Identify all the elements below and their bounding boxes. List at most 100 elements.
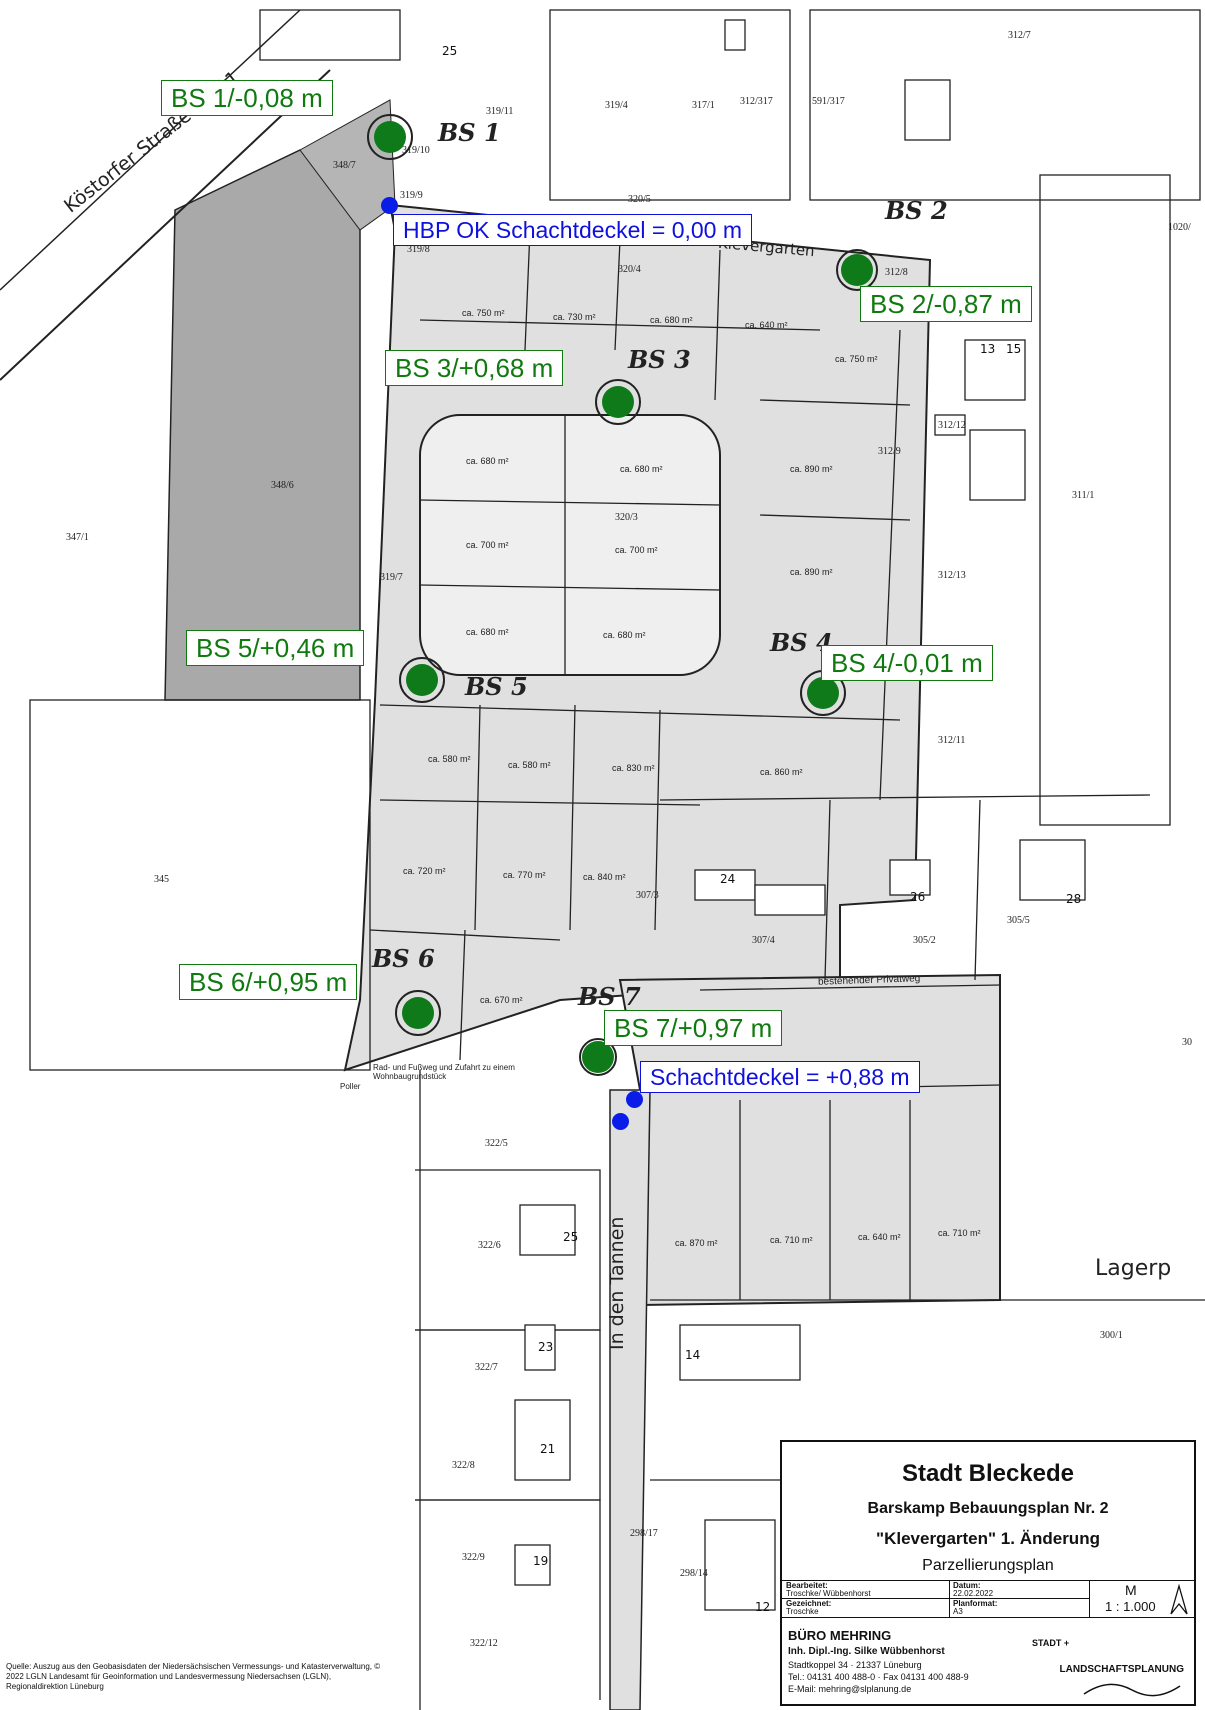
area-label: ca. 680 m² bbox=[466, 627, 509, 637]
annotation-hbp: HBP OK Schachtdeckel = 0,00 m bbox=[393, 214, 753, 246]
title-city: Stadt Bleckede bbox=[901, 1460, 1075, 1487]
parcel-label: 30 bbox=[1182, 1037, 1192, 1048]
area-label: ca. 710 m² bbox=[770, 1235, 813, 1245]
note-radweg: Rad- und Fußweg und Zufahrt zu einem Woh… bbox=[373, 1063, 515, 1081]
borehole-bs4-marker[interactable] bbox=[807, 677, 839, 709]
area-label: ca. 870 m² bbox=[675, 1238, 718, 1248]
company-logo-icon bbox=[1083, 1683, 1181, 1697]
parcel-label: 311/1 bbox=[1072, 490, 1095, 501]
handwritten-bs7: BS 7 bbox=[578, 982, 641, 1011]
title-plan: Barskamp Bebauungsplan Nr. 2 bbox=[867, 1500, 1109, 1517]
area-label: ca. 640 m² bbox=[745, 320, 788, 330]
parcel-label: 319/9 bbox=[400, 190, 423, 201]
parcel-label: 322/12 bbox=[470, 1638, 498, 1649]
title-plan-type: Parzellierungsplan bbox=[922, 1557, 1054, 1574]
manhole-marker-2[interactable] bbox=[612, 1113, 629, 1130]
area-label: ca. 730 m² bbox=[553, 312, 596, 322]
parcel-label: 307/3 bbox=[636, 890, 659, 901]
house-number: 12 bbox=[755, 1600, 771, 1614]
area-label: ca. 750 m² bbox=[835, 354, 878, 364]
area-label: ca. 720 m² bbox=[403, 866, 446, 876]
house-number: 25 bbox=[563, 1230, 579, 1244]
annotation-bs4: BS 4/-0,01 m bbox=[821, 645, 993, 681]
parcel-label: 319/4 bbox=[605, 100, 628, 111]
area-label: ca. 710 m² bbox=[938, 1228, 981, 1238]
borehole-bs6-marker[interactable] bbox=[402, 997, 434, 1029]
parcel-label: 322/6 bbox=[478, 1240, 501, 1251]
parcel-label: 312/13 bbox=[938, 570, 966, 581]
parcel-label: 312/7 bbox=[1008, 30, 1031, 41]
area-label: ca. 700 m² bbox=[466, 540, 509, 550]
street-label-in-den-tannen: In den Tannen bbox=[606, 1216, 628, 1350]
house-number: 19 bbox=[533, 1554, 549, 1568]
office-owner: Inh. Dipl.-Ing. Silke Wübbenhorst bbox=[788, 1646, 945, 1657]
street-label-lagerp: Lagerp bbox=[1095, 1256, 1172, 1281]
title-subtitle: "Klevergarten" 1. Änderung bbox=[876, 1529, 1100, 1548]
borehole-bs1-marker[interactable] bbox=[374, 121, 406, 153]
house-number: 25 bbox=[442, 44, 458, 58]
parcel-label: 312/317 bbox=[740, 96, 773, 107]
north-arrow-icon bbox=[1170, 1584, 1188, 1615]
street-in-den-tannen bbox=[609, 1089, 651, 1710]
title-block: Stadt Bleckede Barskamp Bebauungsplan Nr… bbox=[780, 1440, 1196, 1706]
area-label: ca. 890 m² bbox=[790, 567, 833, 577]
parcel-label: 320/5 bbox=[628, 194, 651, 205]
house-number: 14 bbox=[685, 1348, 701, 1362]
label-datum: Datum: bbox=[953, 1581, 981, 1590]
source-note: Quelle: Auszug aus den Geobasisdaten der… bbox=[6, 1662, 381, 1691]
borehole-bs3-marker[interactable] bbox=[602, 386, 634, 418]
office-email: E-Mail: mehring@slplanung.de bbox=[788, 1684, 912, 1694]
annotation-schachtdeckel: Schachtdeckel = +0,88 m bbox=[640, 1061, 920, 1093]
parcel-label: 319/8 bbox=[407, 244, 430, 255]
handwritten-bs5: BS 5 bbox=[465, 672, 528, 701]
office-address: Stadtkoppel 34 · 21337 Lüneburg bbox=[788, 1660, 922, 1670]
house-number: 21 bbox=[540, 1442, 556, 1456]
label-bearbeitet: Bearbeitet: bbox=[786, 1581, 828, 1590]
stadt-label: STADT + bbox=[1032, 1638, 1070, 1648]
area-label: ca. 640 m² bbox=[858, 1232, 901, 1242]
parcel-label: 319/7 bbox=[380, 572, 403, 583]
area-label: ca. 890 m² bbox=[790, 464, 833, 474]
borehole-bs7-marker[interactable] bbox=[582, 1041, 614, 1073]
borehole-bs5-marker[interactable] bbox=[406, 664, 438, 696]
parcel-label: 307/4 bbox=[752, 935, 775, 946]
shaded-parcel-348-6 bbox=[164, 149, 366, 701]
office-name: BÜRO MEHRING bbox=[788, 1628, 892, 1643]
landschaftsplanung-label: LANDSCHAFTSPLANUNG bbox=[1059, 1664, 1184, 1675]
parcel-label: 319/11 bbox=[486, 106, 514, 117]
handwritten-bs1: BS 1 bbox=[438, 118, 501, 147]
parcel-label: 322/7 bbox=[475, 1362, 498, 1373]
note-poller: Poller bbox=[340, 1082, 361, 1091]
parcel-label: 305/2 bbox=[913, 935, 936, 946]
value-planformat: A3 bbox=[953, 1607, 963, 1616]
annotation-bs1: BS 1/-0,08 m bbox=[161, 80, 333, 116]
parcel-label: 322/9 bbox=[462, 1552, 485, 1563]
scale-value: 1 : 1.000 bbox=[1105, 1599, 1156, 1614]
area-label: ca. 670 m² bbox=[480, 995, 523, 1005]
parcel-label: 298/14 bbox=[680, 1568, 708, 1579]
area-label: ca. 680 m² bbox=[603, 630, 646, 640]
parcel-label: 345 bbox=[154, 874, 169, 885]
parcel-label: 348/7 bbox=[333, 160, 356, 171]
borehole-bs2-marker[interactable] bbox=[841, 254, 873, 286]
annotation-bs3: BS 3/+0,68 m bbox=[385, 350, 564, 386]
area-label: ca. 750 m² bbox=[462, 308, 505, 318]
parcel-label: 591/317 bbox=[812, 96, 845, 107]
parcel-label: 322/5 bbox=[485, 1138, 508, 1149]
parcel-label: 347/1 bbox=[66, 532, 89, 543]
parcel-label: 317/1 bbox=[692, 100, 715, 111]
area-label: ca. 830 m² bbox=[612, 763, 655, 773]
area-label: ca. 840 m² bbox=[583, 872, 626, 882]
label-gezeichnet: Gezeichnet: bbox=[786, 1599, 832, 1608]
house-number: 13 bbox=[980, 342, 996, 356]
hbp-manhole-marker[interactable] bbox=[381, 197, 398, 214]
handwritten-bs2: BS 2 bbox=[885, 196, 948, 225]
area-label: ca. 680 m² bbox=[620, 464, 663, 474]
handwritten-bs3: BS 3 bbox=[628, 345, 691, 374]
inner-ring-road bbox=[419, 414, 721, 676]
development-area-south bbox=[618, 973, 1001, 1307]
manhole-marker[interactable] bbox=[626, 1091, 643, 1108]
house-number: 15 bbox=[1006, 342, 1022, 356]
handwritten-bs6: BS 6 bbox=[372, 944, 435, 973]
